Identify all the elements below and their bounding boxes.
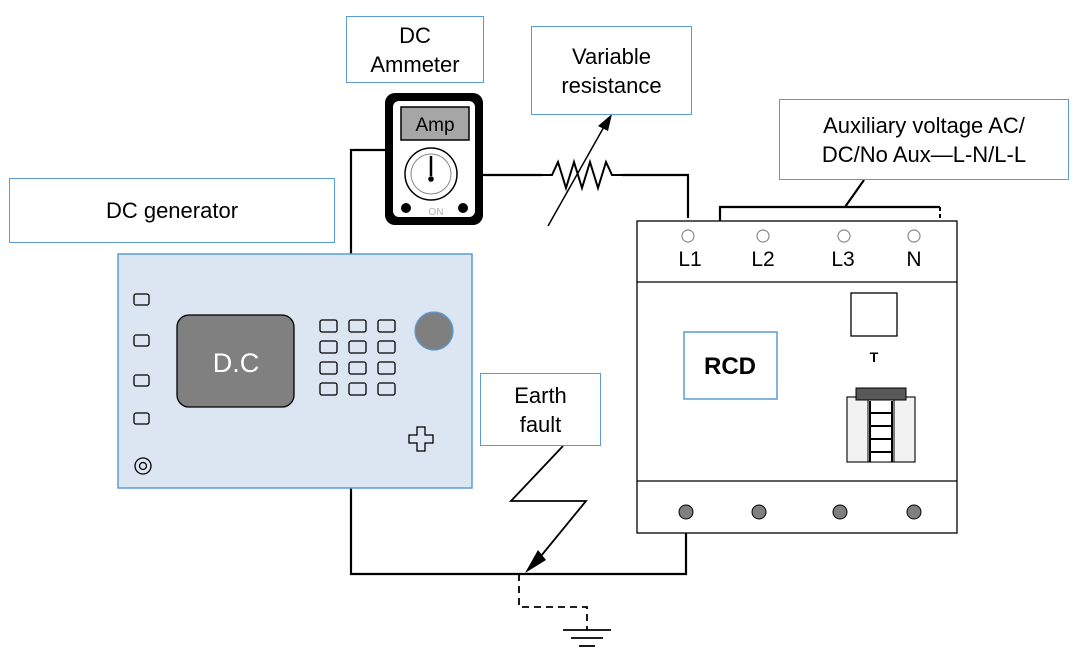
generator-screen <box>176 314 295 408</box>
dc-generator: D.C <box>117 253 473 489</box>
rcd-bottom-terminal-4 <box>906 504 922 520</box>
rcd-terminal-l2-label: L2 <box>751 248 774 271</box>
ammeter-display <box>400 106 470 141</box>
generator-keypad[interactable] <box>319 319 396 396</box>
ammeter-switch-label: ON <box>429 207 444 218</box>
ammeter-jack-right <box>458 203 468 213</box>
generator-knob[interactable] <box>414 311 454 351</box>
generator-side-button-3[interactable] <box>133 374 150 387</box>
earth-fault-callout: Earth fault <box>480 373 601 446</box>
generator-panel <box>117 253 473 489</box>
generator-side-button-2[interactable] <box>133 334 150 347</box>
rcd-bottom-terminal-2 <box>751 504 767 520</box>
generator-side-button-4[interactable] <box>133 412 150 425</box>
variable-resistor-icon <box>542 114 622 227</box>
rcd-terminal-l1-label: L1 <box>678 248 701 271</box>
rcd-device: L1 L2 L3 N RCD T <box>636 220 958 534</box>
dc-generator-callout: DC generator <box>9 178 335 243</box>
rcd-terminal-n-label: N <box>906 248 921 271</box>
rcd-label: RCD <box>704 353 756 380</box>
generator-dpad-icon[interactable] <box>408 426 434 452</box>
generator-side-button-1[interactable] <box>133 293 150 306</box>
wire-generator-to-ammeter <box>349 148 385 254</box>
rcd-bottom-terminal-3 <box>832 504 848 520</box>
ammeter-display-text: Amp <box>415 115 454 136</box>
wire-aux-to-callout <box>844 179 865 208</box>
rcd-terminal-l2-screw <box>756 229 770 243</box>
rcd-terminal-l3-label: L3 <box>831 248 854 271</box>
rcd-terminal-n-screw <box>907 229 921 243</box>
ground-icon <box>518 574 611 647</box>
rcd-bottom-terminal-1 <box>678 504 694 520</box>
wire-resistor-to-l1 <box>622 173 690 218</box>
ammeter-jack-left <box>401 203 411 213</box>
rcd-test-button-label: T <box>870 349 879 365</box>
rcd-terminal-l3-screw <box>837 229 851 243</box>
rcd-terminal-l1-screw <box>681 229 695 243</box>
rcd-toggle-lever[interactable] <box>846 387 916 463</box>
lightning-arrow-icon <box>508 445 588 573</box>
rcd-label-box <box>683 331 778 400</box>
variable-resistance-callout: Variable resistance <box>531 26 692 115</box>
generator-screen-text: D.C <box>213 348 260 378</box>
dc-ammeter: Amp ON <box>385 93 483 225</box>
generator-output-terminal <box>134 457 152 475</box>
dc-ammeter-callout: DC Ammeter <box>346 16 484 83</box>
auxiliary-voltage-callout: Auxiliary voltage AC/ DC/No Aux—L-N/L-L <box>779 99 1069 180</box>
rcd-test-button[interactable] <box>850 292 898 337</box>
